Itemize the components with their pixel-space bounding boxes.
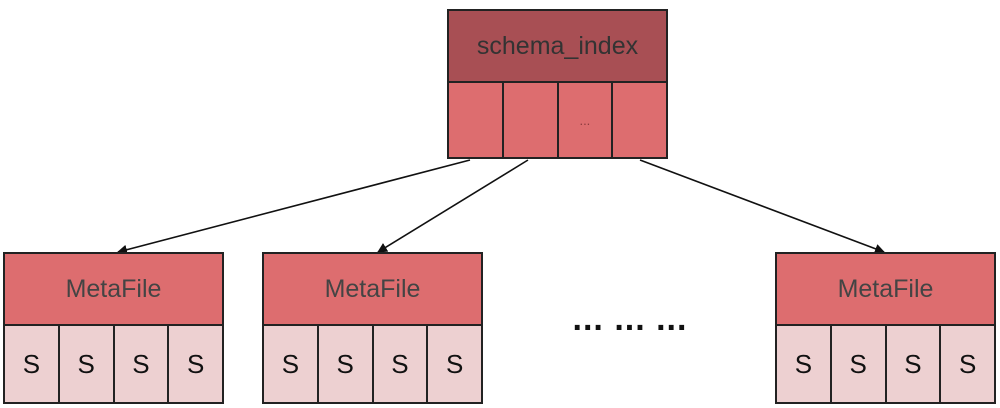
metafile-2: MetaFile S S S S: [262, 252, 483, 404]
schema-index-slot: [613, 83, 666, 157]
metafile-slots: S S S S: [775, 324, 996, 404]
metafile-slot: S: [831, 326, 887, 402]
metafile-slot: S: [318, 326, 374, 402]
metafile-header: MetaFile: [775, 252, 996, 324]
schema-index-slots: ...: [447, 81, 668, 159]
metafile-slot: S: [264, 326, 319, 402]
schema-index-slot: [503, 83, 559, 157]
metafile-slot: S: [373, 326, 429, 402]
metafile-slot: S: [114, 326, 170, 402]
metafile-slots: S S S S: [3, 324, 224, 404]
metafile-slot: S: [886, 326, 942, 402]
metafile-label: MetaFile: [324, 274, 421, 303]
metafile-slot: S: [777, 326, 832, 402]
arrow-to-metafile-2: [377, 159, 529, 253]
metafile-slot: S: [5, 326, 60, 402]
schema-index-label: schema_index: [476, 31, 639, 60]
metafile-header: MetaFile: [262, 252, 483, 324]
arrow-to-metafile-1: [117, 159, 471, 255]
metafile-header: MetaFile: [3, 252, 224, 324]
metafile-slots: S S S S: [262, 324, 483, 404]
metafile-slot: S: [428, 326, 481, 402]
metafile-1: MetaFile S S S S: [3, 252, 224, 404]
schema-index-header: schema_index: [447, 9, 668, 81]
arrow-to-metafile-3: [639, 159, 885, 254]
schema-index-slot-ellipsis: ...: [558, 83, 614, 157]
schema-index-slot: [449, 83, 504, 157]
metafile-slot: S: [169, 326, 222, 402]
metafile-label: MetaFile: [837, 274, 934, 303]
metafile-slot: S: [59, 326, 115, 402]
metafile-slot: S: [941, 326, 994, 402]
metafile-label: MetaFile: [65, 274, 162, 303]
metafile-3: MetaFile S S S S: [775, 252, 996, 404]
metafile-gap-ellipsis: ... ... ...: [572, 300, 688, 338]
